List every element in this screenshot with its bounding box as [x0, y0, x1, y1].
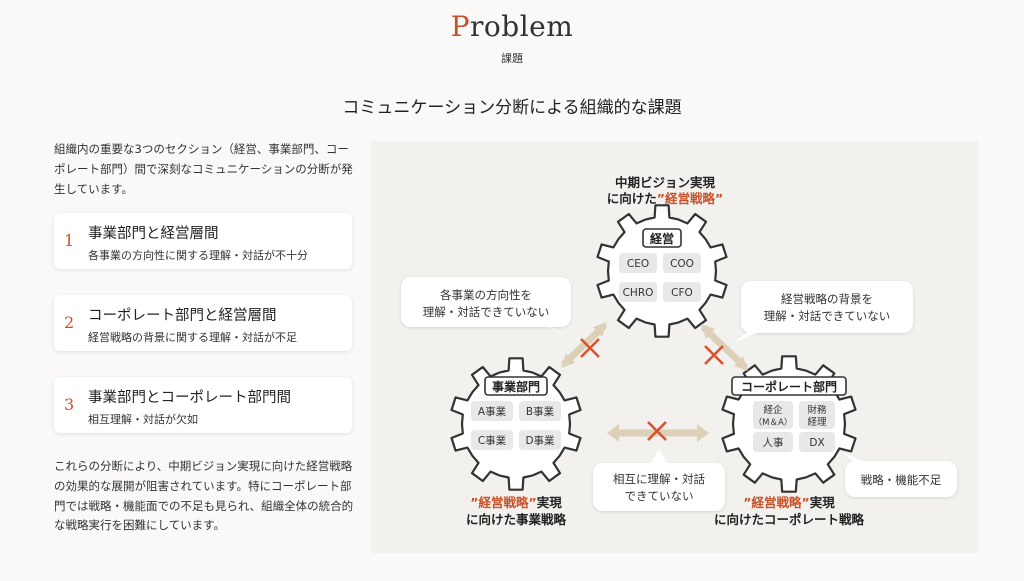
role-chip-label: CEO	[627, 258, 649, 270]
caption-suffix: 実現	[537, 495, 563, 510]
disconnect-cross-icon	[580, 338, 600, 358]
mgmt-label-box	[642, 228, 682, 248]
corp-caption-line1: ”経営戦略”実現	[743, 495, 835, 510]
disconnect-cross-icon	[704, 345, 724, 365]
issue-card-2: 2 コーポレート部門と経営層間 経営戦略の背景に関する理解・対話が不足	[54, 295, 352, 351]
role-chip	[799, 401, 835, 429]
issue-number: 1	[64, 231, 75, 250]
arrow-mgmt-biz-icon	[561, 322, 607, 368]
role-chip	[663, 282, 701, 302]
role-chip-label: A事業	[478, 405, 507, 418]
issue-number: 3	[64, 395, 75, 414]
gear-outline	[596, 204, 728, 338]
mgmt-caption-line1: 中期ビジョン実現	[615, 175, 716, 190]
role-chip	[471, 401, 513, 421]
role-chip	[619, 253, 657, 273]
caption-emphasis: ”経営戦略”	[657, 191, 723, 206]
issue-title: 事業部門と経営層間	[88, 226, 219, 242]
diagram-panel: 中期ビジョン実現 に向けた”経営戦略” 経営 事業部門 コーポレート部門 CEO…	[371, 141, 978, 553]
bubble-line: 相互に理解・対話	[613, 472, 705, 486]
intro-text: 組織内の重要な3つのセクション（経営、事業部門、コーポレート部門）間で深刻なコミ…	[54, 142, 353, 196]
arrow-mgmt-corp-icon	[701, 324, 748, 371]
role-chip-label: 経企	[763, 404, 783, 416]
caption-prefix: に向けた	[607, 191, 657, 206]
role-chip-label: C事業	[478, 434, 507, 447]
bubble-line: 理解・対話できていない	[423, 305, 550, 319]
bubble-corp: 戦略・機能不足	[843, 453, 957, 497]
mgmt-label: 経営	[650, 231, 674, 246]
role-chip-label: COO	[670, 258, 694, 270]
caption-emphasis: ”経営戦略”	[470, 495, 536, 510]
role-chip	[519, 430, 561, 450]
biz-label: 事業部門	[492, 379, 540, 394]
biz-caption-line2: に向けた事業戦略	[466, 512, 567, 527]
role-chip	[753, 432, 793, 452]
bubble-left: 各事業の方向性を 理解・対話できていない	[401, 277, 571, 339]
role-chip	[753, 401, 793, 429]
mgmt-caption-line2: に向けた”経営戦略”	[607, 191, 723, 206]
biz-label-box	[484, 376, 548, 396]
gear-outline	[450, 357, 582, 491]
issue-title: コーポレート部門と経営層間	[88, 308, 277, 324]
bubble-line: 各事業の方向性を	[440, 288, 532, 302]
bubble-line: 戦略・機能不足	[861, 473, 942, 487]
bubble-right: 経営戦略の背景を 理解・対話できていない	[733, 281, 913, 343]
role-chip-label: 経理	[807, 416, 827, 428]
role-chip-label: DX	[809, 437, 824, 449]
bubble-line: 理解・対話できていない	[764, 309, 891, 323]
issue-description: 各事業の方向性に関する理解・対話が不十分	[88, 249, 308, 262]
bubble-bottom: 相互に理解・対話 できていない	[593, 449, 725, 511]
issue-title: 事業部門とコーポレート部門間	[88, 390, 291, 406]
page-title: Problem	[0, 10, 1024, 43]
corp-label-box	[731, 376, 847, 396]
role-chip	[619, 282, 657, 302]
caption-suffix: 実現	[810, 495, 836, 510]
role-chip-label: B事業	[526, 405, 555, 418]
role-chip	[519, 401, 561, 421]
biz-caption-line1: ”経営戦略”実現	[470, 495, 562, 510]
outro-text: これらの分断により、中期ビジョン実現に向けた経営戦略の効果的な展開が阻害されてい…	[54, 459, 354, 533]
issue-card-3: 3 事業部門とコーポレート部門間 相互理解・対話が欠如	[54, 377, 352, 433]
role-chip-label: D事業	[525, 434, 555, 447]
role-chip-label: CFO	[671, 287, 693, 299]
role-chip-label: CHRO	[623, 287, 654, 299]
management-gear-icon	[596, 204, 728, 338]
role-chip	[471, 430, 513, 450]
business-gear-icon	[450, 357, 582, 491]
title-rest: roblem	[470, 10, 574, 43]
title-initial: P	[450, 10, 471, 43]
bubble-line: 経営戦略の背景を	[781, 292, 873, 306]
issue-card-1: 1 事業部門と経営層間 各事業の方向性に関する理解・対話が不十分	[54, 213, 352, 269]
role-chip-label: 人事	[763, 436, 784, 449]
section-heading: コミュニケーション分断による組織的な課題	[342, 98, 682, 118]
issue-description: 相互理解・対話が欠如	[88, 413, 198, 426]
communication-diagram: 中期ビジョン実現 に向けた”経営戦略” 経営 事業部門 コーポレート部門 CEO…	[401, 175, 957, 527]
corp-label: コーポレート部門	[741, 379, 837, 394]
role-chip	[663, 253, 701, 273]
role-chip-label: 財務	[807, 404, 827, 416]
caption-emphasis: ”経営戦略”	[743, 495, 809, 510]
role-chip	[799, 432, 835, 452]
issue-description: 経営戦略の背景に関する理解・対話が不足	[88, 331, 297, 344]
disconnect-cross-icon	[647, 421, 667, 441]
corp-caption-line2: に向けたコーポレート戦略	[714, 512, 865, 527]
page-subtitle: 課題	[501, 52, 523, 65]
bubble-line: できていない	[625, 489, 694, 503]
issue-number: 2	[64, 313, 75, 332]
role-chip-sublabel: （M＆A）	[754, 417, 793, 428]
